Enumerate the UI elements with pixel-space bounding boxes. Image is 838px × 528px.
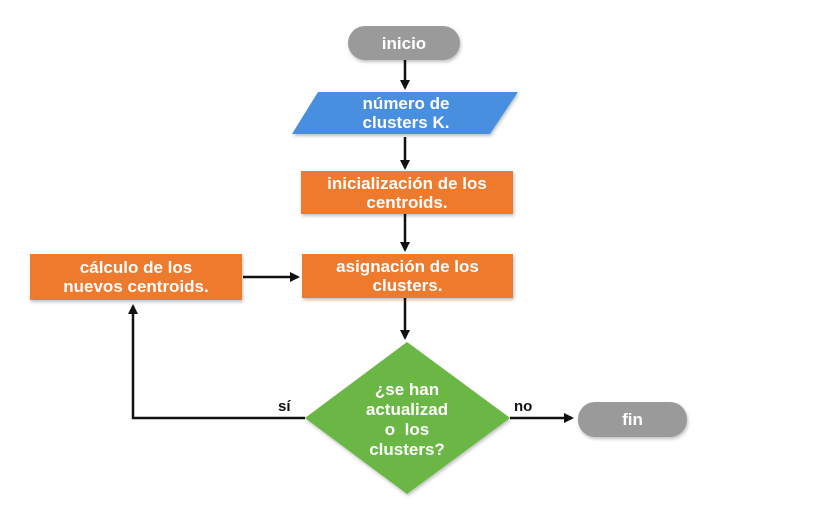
end-terminal	[578, 402, 687, 437]
edge-label-yes: sí	[278, 398, 291, 415]
arrow-decision-yes-to-recalc	[128, 304, 305, 420]
decision-diamond	[305, 342, 510, 494]
recalc-process-box	[30, 254, 242, 300]
start-terminal	[348, 26, 460, 60]
assign-process-box	[302, 254, 513, 298]
init-process-box	[301, 171, 513, 214]
input-parallelogram	[292, 92, 518, 134]
edge-label-no: no	[514, 398, 533, 415]
